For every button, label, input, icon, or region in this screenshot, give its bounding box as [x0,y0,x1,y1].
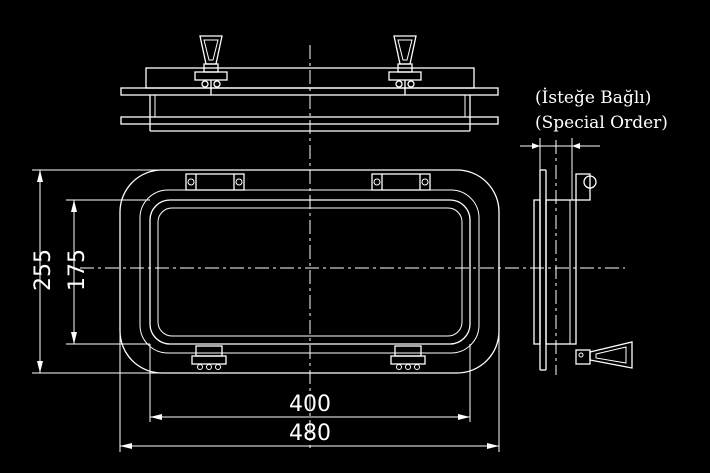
hinge-right [371,173,431,191]
window-glass-inner [157,207,463,337]
hinge-left [185,173,245,191]
dimension-400: 400 [289,392,331,417]
top-view-handle-left [194,35,228,95]
side-clamp [575,349,591,365]
window-glass-outer [149,199,471,345]
dimension-175: 175 [65,249,90,291]
note-optional-tr: (İsteğe Bağlı) [535,87,651,108]
top-view-handle-right [388,35,422,95]
dimension-255: 255 [31,249,56,291]
special-order-note: (İsteğe Bağlı) (Special Order) [535,87,668,133]
top-view-flange-upper [120,87,499,96]
note-special-order: (Special Order) [535,113,668,133]
top-view-flange-lower [120,116,499,125]
window-outer-frame [119,169,500,374]
side-hinge [575,173,591,201]
dimension-480: 480 [289,421,331,446]
window-frame-inner-edge [139,189,480,354]
side-handle [589,341,633,369]
side-view [520,138,633,371]
front-view [119,169,500,374]
clamp-right [390,345,426,370]
clamp-left [191,345,227,370]
dimensions: 400 480 255 175 [31,169,500,452]
top-view [120,35,499,132]
